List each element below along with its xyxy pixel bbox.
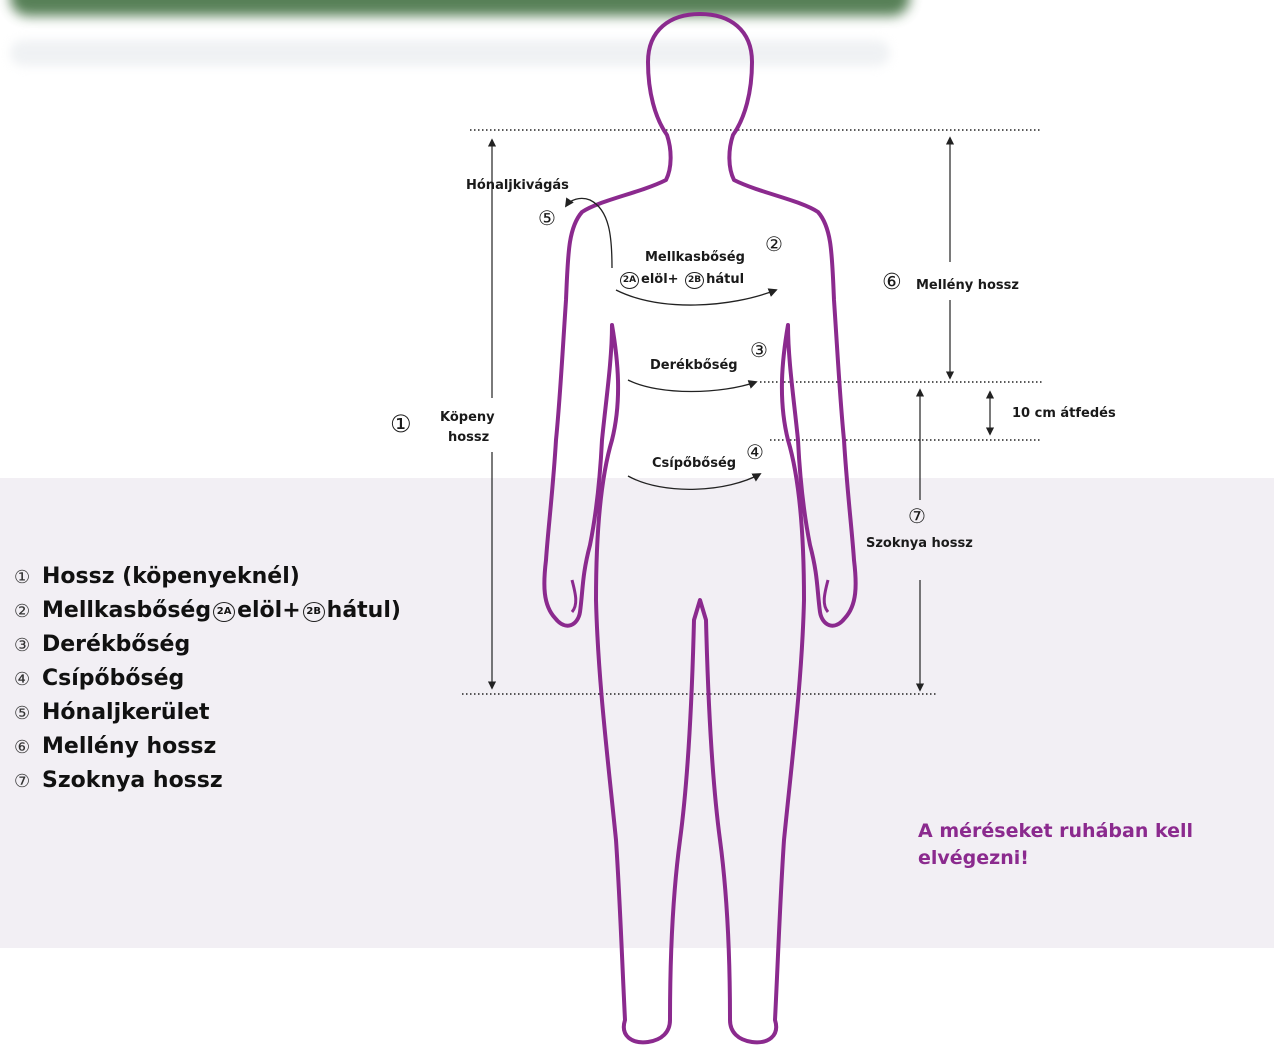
body-outline [544, 14, 855, 1042]
overlap-label: 10 cm átfedés [1012, 406, 1116, 421]
badge-2b: 2B [303, 602, 325, 622]
hip-label: Csípőbőség [652, 456, 736, 471]
hip-arrow [628, 474, 760, 489]
armhole-label: Hónaljkivágás [466, 178, 569, 193]
skirt-number: ⑦ [908, 506, 926, 526]
chest-arrow [616, 290, 776, 305]
badge-2a: 2A [620, 272, 639, 289]
cape-label-line2: hossz [448, 430, 489, 445]
armhole-number: ⑤ [538, 208, 556, 228]
vest-label: Mellény hossz [916, 278, 1019, 293]
chest-label: Mellkasbőség [645, 250, 745, 265]
chest-number: ② [765, 234, 783, 254]
cape-label-line1: Köpeny [440, 410, 495, 425]
cape-number: ① [390, 412, 412, 436]
skirt-label: Szoknya hossz [866, 536, 973, 551]
vest-number: ⑥ [882, 272, 902, 294]
waist-label: Derékbőség [650, 358, 738, 373]
waist-arrow [628, 380, 756, 392]
badge-2b: 2B [685, 272, 704, 289]
hip-number: ④ [746, 442, 764, 462]
badge-2a: 2A [213, 602, 235, 622]
instruction-note: A méréseket ruhában kell elvégezni! [918, 818, 1274, 872]
waist-number: ③ [750, 340, 768, 360]
